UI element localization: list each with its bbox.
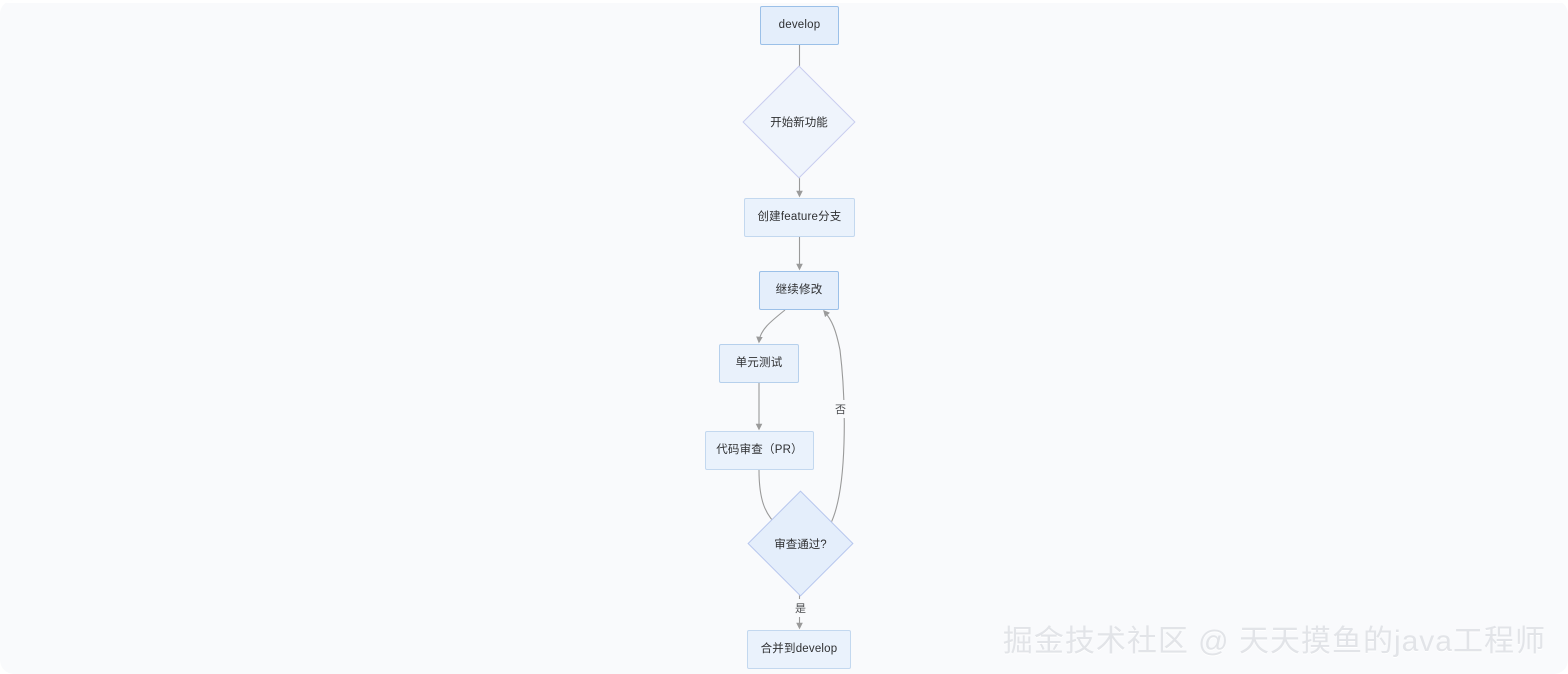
node-review-pass-label: 审查通过? [774,538,827,551]
edge-label-no: 否 [833,400,848,418]
page-top-edge [0,0,1568,3]
node-develop-label: develop [778,18,821,31]
node-keep-editing[interactable]: 继续修改 [759,271,839,310]
node-create-branch[interactable]: 创建feature分支 [744,198,855,237]
node-review-pass[interactable]: 审查通过? [747,490,854,597]
node-create-branch-label: 创建feature分支 [757,210,842,223]
edge-keep-editing-to-unit-test [756,309,786,344]
node-start-feature-label: 开始新功能 [770,117,828,129]
node-code-review[interactable]: 代码审查（PR） [705,431,814,470]
node-unit-test-label: 单元测试 [735,356,783,369]
edge-review-pass-to-keep-editing-no [823,310,845,526]
node-keep-editing-label: 继续修改 [775,283,823,296]
node-develop[interactable]: develop [760,6,839,45]
node-start-feature[interactable]: 开始新功能 [742,65,856,179]
node-merge-label: 合并到develop [760,642,838,655]
node-merge[interactable]: 合并到develop [747,630,851,669]
node-code-review-label: 代码审查（PR） [716,443,803,456]
edge-label-yes: 是 [793,599,808,617]
node-unit-test[interactable]: 单元测试 [719,344,799,383]
